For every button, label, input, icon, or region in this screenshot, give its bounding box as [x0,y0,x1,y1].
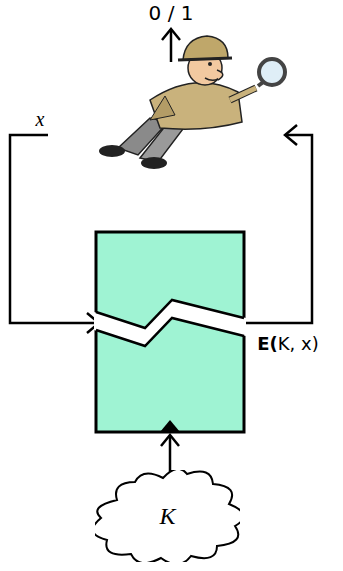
input-wire [10,135,99,333]
key-cloud: K [95,470,240,562]
detective [99,36,285,169]
input-label: x [34,108,47,130]
ciphertext-wire [246,125,312,323]
cipher-box [94,232,246,432]
ciphertext-label: E(K, x) [255,334,320,354]
output-arrow [162,29,180,62]
cloud-path [95,470,240,562]
output-label: 0 / 1 [147,2,196,24]
key-text: K [95,470,240,530]
